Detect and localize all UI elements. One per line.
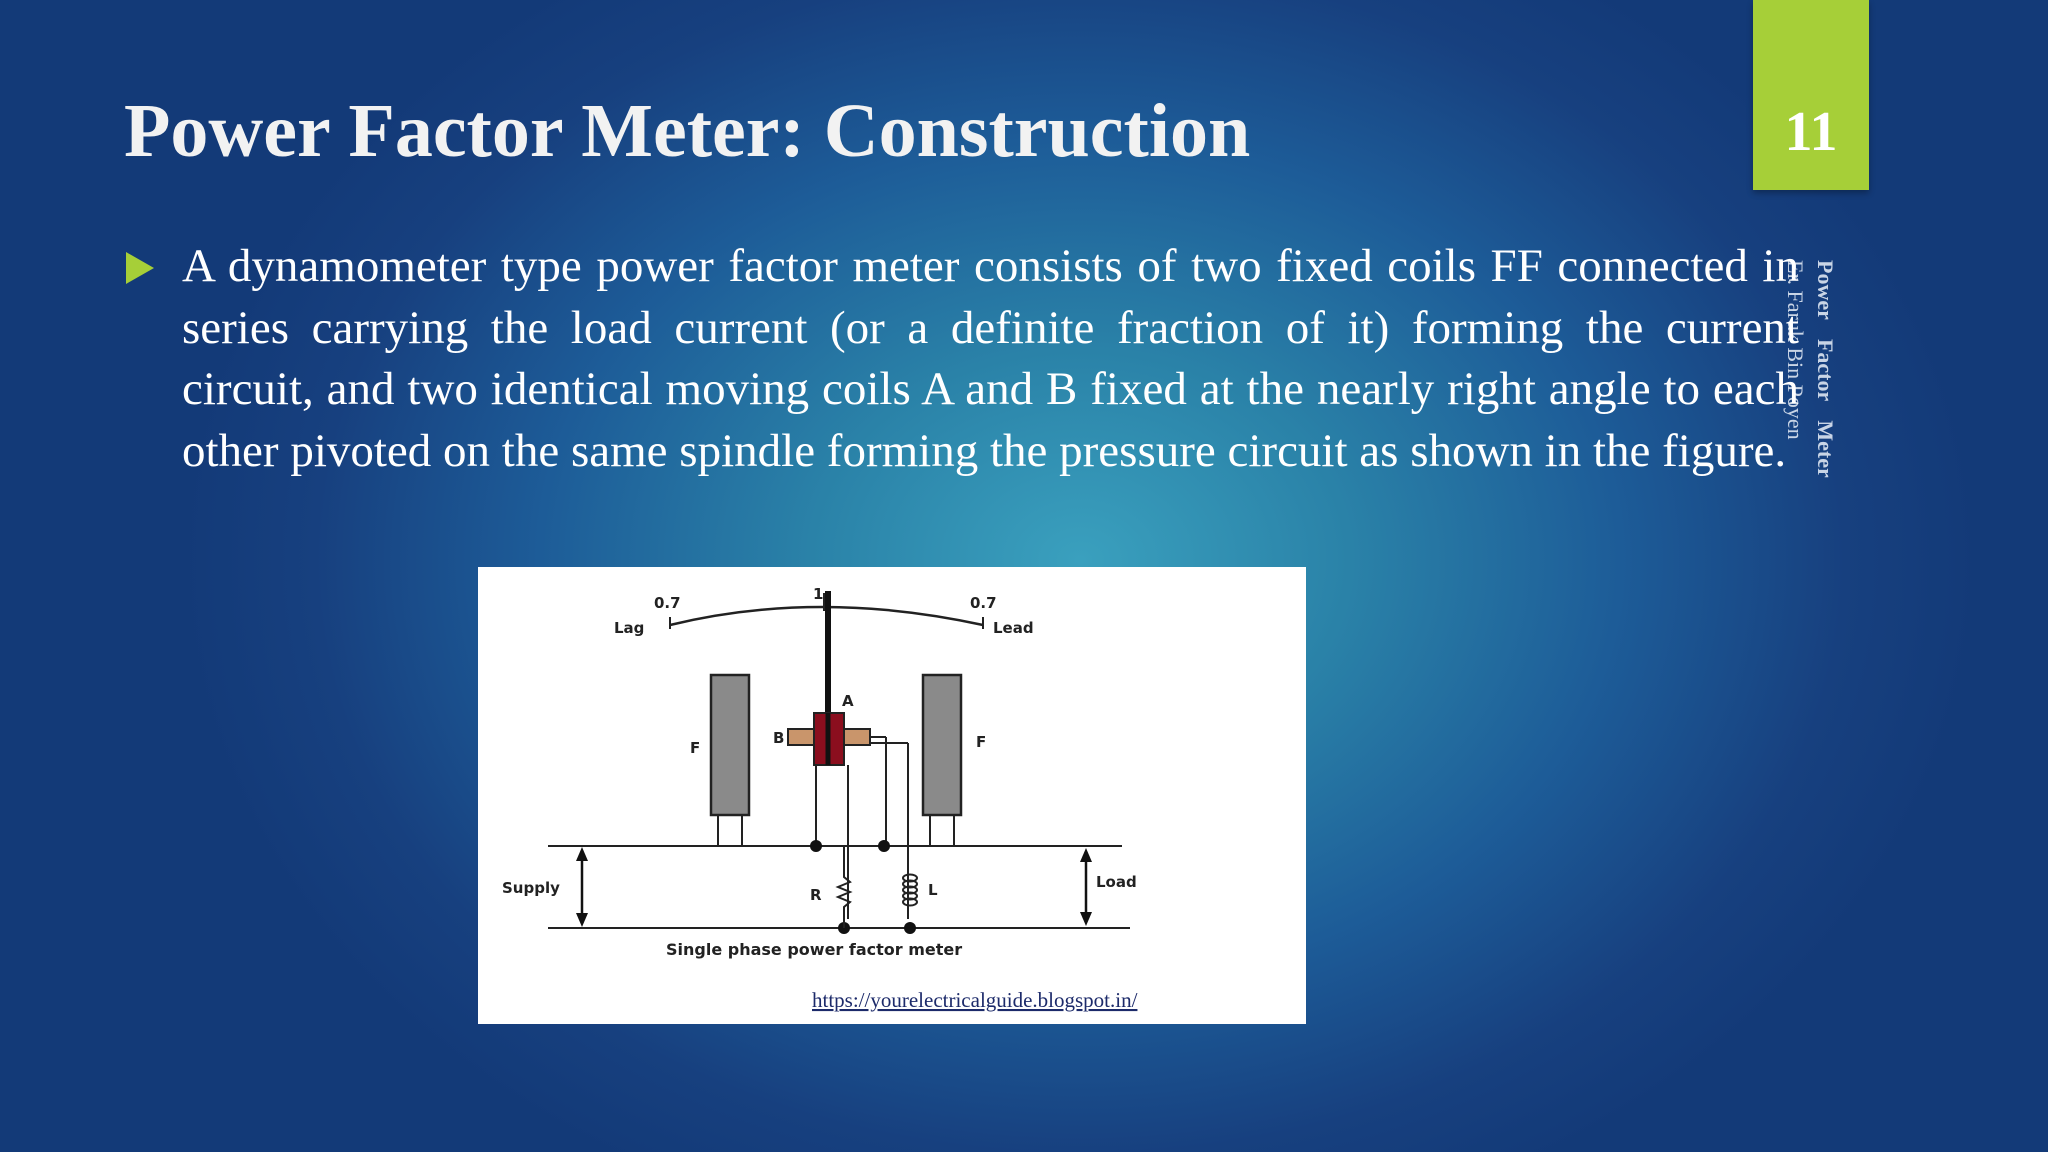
scale-right-value: 0.7 (970, 594, 997, 612)
inductor-label: L (928, 881, 938, 899)
junction (810, 840, 822, 852)
scale-center-value: 1 (813, 585, 823, 603)
load-label: Load (1096, 873, 1137, 891)
inductor-l (902, 873, 918, 907)
bullet-text: A dynamometer type power factor meter co… (182, 240, 1799, 477)
scale-arc (669, 605, 984, 627)
page-number: 11 (1784, 101, 1838, 163)
coil-a-label: A (842, 692, 854, 710)
figure-caption: Single phase power factor meter (666, 940, 962, 959)
resistor-r (835, 872, 853, 928)
source-link[interactable]: https://yourelectricalguide.blogspot.in/ (812, 988, 1138, 1012)
fixed-coil-left (709, 673, 751, 817)
fixed-coil-left-label: F (690, 739, 700, 757)
side-author: Er. Faruk Bin Poyen (1783, 260, 1808, 440)
page-number-tab: 11 (1753, 0, 1869, 190)
supply-arrow-head-up (576, 847, 588, 861)
junction (878, 840, 890, 852)
supply-label: Supply (502, 879, 560, 897)
junction (904, 922, 916, 934)
fixed-coil-right-label: F (976, 733, 986, 751)
bullet-arrow-icon (126, 252, 154, 284)
coil-b-label: B (773, 729, 784, 747)
lag-label: Lag (614, 619, 644, 637)
scale-left-value: 0.7 (654, 594, 681, 612)
lead-label: Lead (993, 619, 1034, 637)
supply-arrow-head-down (576, 913, 588, 927)
load-arrow-head-down (1080, 912, 1092, 926)
load-arrow-head-up (1080, 848, 1092, 862)
resistor-label: R (810, 886, 822, 904)
side-title: Power Factor Meter (1813, 260, 1838, 478)
slide-title: Power Factor Meter: Construction (124, 89, 1251, 173)
circuit-diagram: 0.7 1 0.7 Lag Lead F F A B (502, 585, 1138, 1012)
circuit-figure: 0.7 1 0.7 Lag Lead F F A B (478, 567, 1306, 1024)
side-footer: Power Factor Meter Er. Faruk Bin Poyen (1780, 260, 1870, 500)
fixed-coil-right (921, 673, 963, 817)
